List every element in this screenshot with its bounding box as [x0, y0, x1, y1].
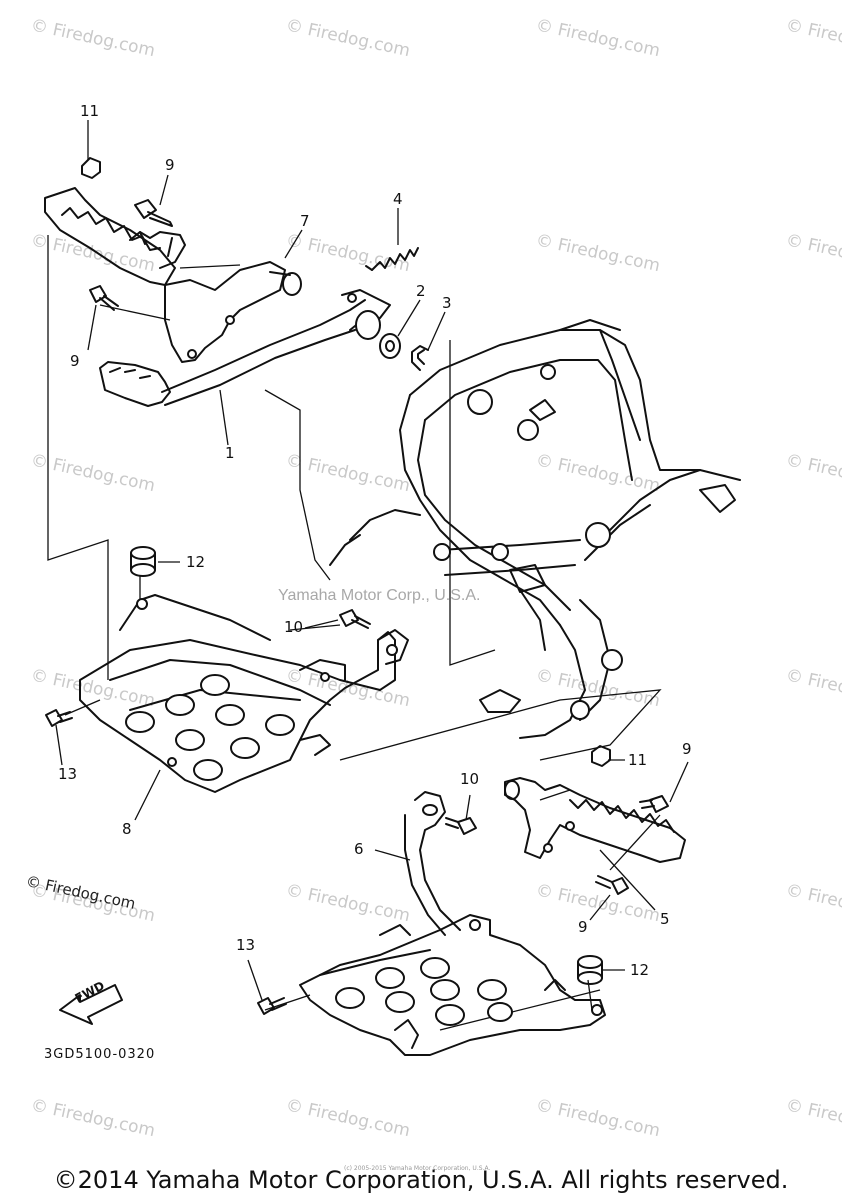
- watermark-text: © Firedog.com: [284, 1095, 412, 1141]
- bolt-part-9-left: [89, 285, 119, 311]
- small-credit: (c) 2005-2015 Yamaha Motor Corporation, …: [344, 1165, 491, 1172]
- bolt-part-10-upper: [339, 609, 371, 629]
- watermark-text: © Firedog.com: [284, 450, 412, 496]
- watermark-text: © Firedog.com: [29, 1095, 157, 1141]
- footrest-guard-lower: [299, 914, 606, 1056]
- watermark-text: © Firedog.com: [784, 880, 842, 926]
- watermark-text: © Firedog.com: [784, 665, 842, 711]
- callout-13-left: 13: [58, 765, 78, 783]
- watermark-text: © Firedog.com: [534, 1095, 662, 1141]
- callout-5: 5: [660, 910, 670, 928]
- watermark-text: © Firedog.com: [284, 15, 412, 61]
- nut-part-11-upper: [81, 157, 101, 179]
- callout-11-upper: 11: [80, 102, 100, 120]
- watermark-text: © Firedog.com: [784, 15, 842, 61]
- callout-7: 7: [300, 212, 310, 230]
- rubber-part-12-upper: [130, 546, 156, 577]
- callout-11-lower: 11: [628, 751, 648, 769]
- left-footpeg: [44, 187, 186, 286]
- watermark-text: © Firedog.com: [784, 1095, 842, 1141]
- callout-leaders: [55, 120, 689, 1001]
- callout-6: 6: [354, 840, 364, 858]
- copyright-footer: ©2014 Yamaha Motor Corporation, U.S.A. A…: [53, 1166, 789, 1194]
- watermark-text: © Firedog.com: [534, 880, 662, 926]
- brake-pedal-part-1: [99, 289, 391, 407]
- callout-1: 1: [225, 444, 235, 462]
- callout-8: 8: [122, 820, 132, 838]
- center-watermark: Yamaha Motor Corp., U.S.A.: [278, 587, 481, 604]
- watermark-text: © Firedog.com: [534, 230, 662, 276]
- bolt-part-9-upper: [134, 199, 173, 227]
- bolt-part-13-lower: [257, 997, 287, 1015]
- motorcycle-frame: [329, 319, 741, 739]
- nut-part-11-lower: [591, 745, 611, 767]
- bolt-part-13-left: [45, 709, 73, 727]
- bolt-part-10-lower: [445, 817, 477, 835]
- watermark-text: © Firedog.com: [784, 230, 842, 276]
- diagram-code: 3GD5100-0320: [44, 1047, 156, 1062]
- rubber-part-12-lower: [577, 955, 603, 985]
- footrest-bracket-part-7: [164, 261, 302, 363]
- watermark-text: © Firedog.com: [29, 15, 157, 61]
- callout-9-lower: 9: [578, 918, 588, 936]
- watermark-text: © Firedog.com: [534, 450, 662, 496]
- callout-3: 3: [442, 294, 452, 312]
- watermark-text: © Firedog.com: [534, 15, 662, 61]
- guard-bracket-part-6: [404, 791, 461, 936]
- watermark-text: © Firedog.com: [534, 665, 662, 711]
- callout-9-upper: 9: [165, 156, 175, 174]
- callout-9-left: 9: [70, 352, 80, 370]
- watermark-text: © Firedog.com: [284, 880, 412, 926]
- callout-2: 2: [416, 282, 426, 300]
- right-footpeg-part-5: [504, 777, 686, 863]
- callout-10-upper: 10: [284, 618, 304, 636]
- bolt-part-9-lower-right: [639, 795, 669, 813]
- watermark-text: © Firedog.com: [284, 230, 412, 276]
- bolt-part-9-lower: [595, 875, 629, 895]
- callout-9-right: 9: [682, 740, 692, 758]
- clip-part-3: [411, 345, 429, 371]
- callout-12-upper: 12: [186, 553, 206, 571]
- watermark-text: © Firedog.com: [284, 665, 412, 711]
- callout-10-lower: 10: [460, 770, 480, 788]
- callout-12-lower: 12: [630, 961, 650, 979]
- callout-4: 4: [393, 190, 403, 208]
- washer-part-2: [379, 333, 401, 359]
- footrest-guard-part-8: [79, 594, 409, 793]
- fwd-arrow-icon: [59, 984, 123, 1025]
- watermark-text: © Firedog.com: [784, 450, 842, 496]
- callout-13-lower: 13: [236, 936, 256, 954]
- spring-part-4: [365, 247, 419, 271]
